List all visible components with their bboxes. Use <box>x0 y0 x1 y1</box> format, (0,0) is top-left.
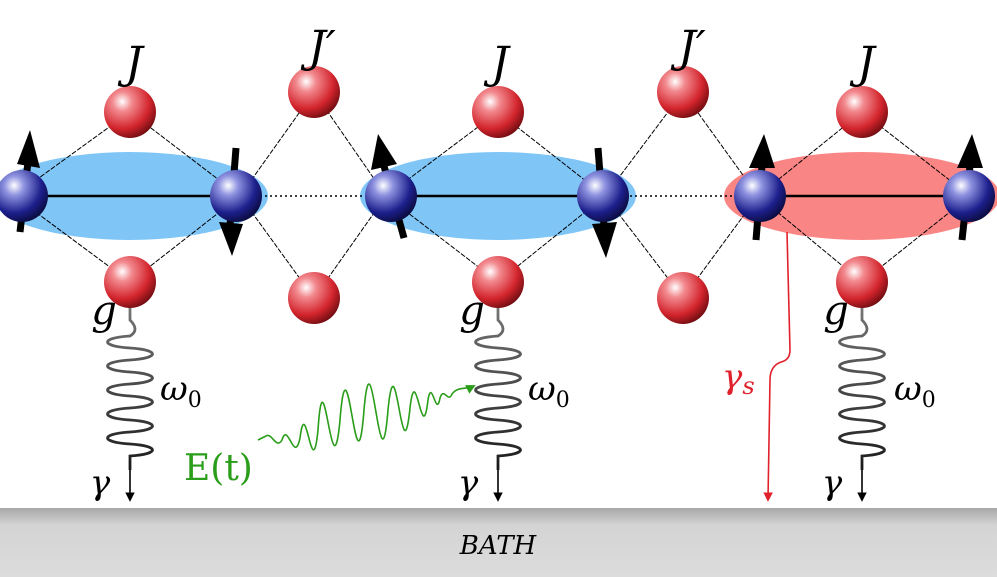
phonon-coupling-label-g: g <box>91 288 117 334</box>
phonon-frequency-label: ω0 <box>528 369 570 413</box>
drive-field-wave <box>257 383 476 451</box>
spin-atom <box>734 170 786 222</box>
ligand-atom <box>472 256 524 308</box>
coupling-label-j: J <box>117 38 145 89</box>
phonon-damping-arrows <box>125 470 867 502</box>
ligand-atom <box>657 272 709 324</box>
ligand-atoms <box>104 66 888 324</box>
phonon-damping-label: γ <box>822 463 843 503</box>
spin-atom <box>577 170 629 222</box>
spin-damping-arrow <box>763 231 791 502</box>
ligand-atom <box>836 256 888 308</box>
spin-damping-label: γs <box>722 357 755 400</box>
ligand-atom <box>104 256 156 308</box>
phonon-coupling-label-g: g <box>823 288 849 334</box>
phonon-frequency-label: ω0 <box>894 369 936 413</box>
coupling-label-j-prime: J′ <box>670 22 706 73</box>
phonon-springs <box>106 300 886 470</box>
phonon-damping-label: γ <box>90 463 111 503</box>
phonon-frequency-label: ω0 <box>160 369 202 413</box>
spin-atom <box>210 170 262 222</box>
spin-atom <box>0 170 48 222</box>
ligand-atom <box>288 272 340 324</box>
bath-region <box>0 508 997 577</box>
coupling-label-j: J <box>483 38 511 89</box>
ligand-atom <box>836 86 888 138</box>
coupling-label-j: J <box>849 38 877 89</box>
coupling-label-j-prime: J′ <box>300 22 336 73</box>
phonon-damping-label: γ <box>458 463 479 503</box>
drive-field-label: E(t) <box>184 448 253 489</box>
phonon-coupling-label-g: g <box>459 288 485 334</box>
bath-label: BATH <box>459 531 538 561</box>
ligand-atom <box>288 66 340 118</box>
spin-atoms <box>0 170 995 222</box>
ligand-atom <box>472 86 524 138</box>
spin-atom <box>943 170 995 222</box>
ligand-atom <box>657 66 709 118</box>
spin-atom <box>365 170 417 222</box>
ligand-atom <box>104 86 156 138</box>
